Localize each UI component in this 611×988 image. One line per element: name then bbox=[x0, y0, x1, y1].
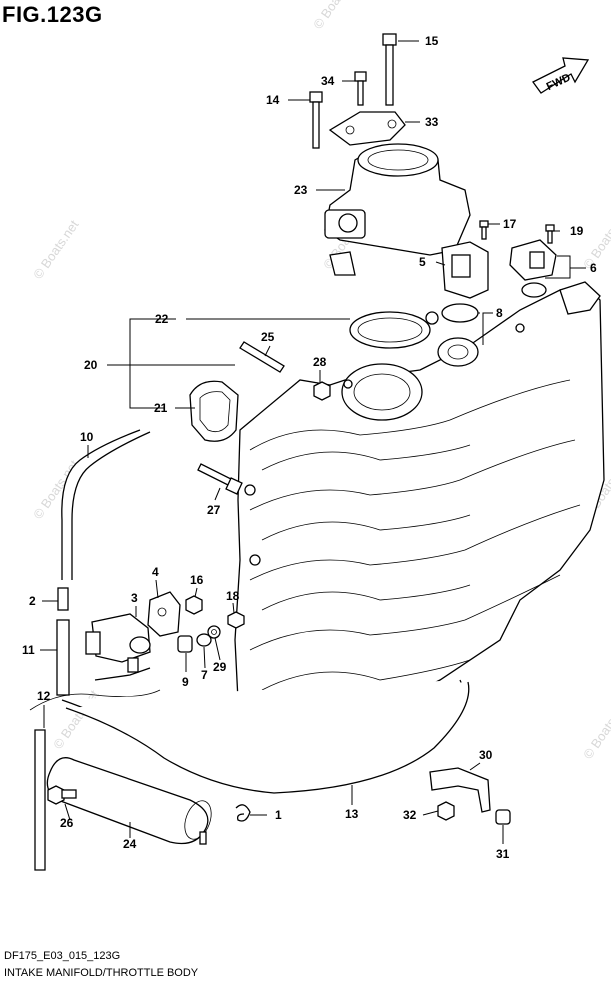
clamp-31 bbox=[495, 809, 511, 825]
screw-19 bbox=[545, 224, 555, 244]
callout-22: 22 bbox=[155, 312, 169, 326]
bracket-4 bbox=[147, 591, 181, 637]
bolt-14 bbox=[309, 91, 323, 149]
callout-13: 13 bbox=[345, 807, 359, 821]
intake-manifold bbox=[234, 281, 605, 741]
hose-12 bbox=[34, 729, 46, 871]
callout-10: 10 bbox=[80, 430, 94, 444]
bolt-18 bbox=[227, 611, 245, 629]
callout-28: 28 bbox=[313, 355, 327, 369]
callout-1: 1 bbox=[275, 808, 282, 822]
callout-4: 4 bbox=[152, 565, 159, 579]
callout-23: 23 bbox=[294, 183, 308, 197]
nut-28 bbox=[313, 381, 331, 401]
sensor-6 bbox=[509, 239, 557, 281]
callout-16: 16 bbox=[190, 573, 204, 587]
clip-1 bbox=[235, 804, 251, 822]
bracket-30 bbox=[429, 767, 491, 813]
throttle-body bbox=[324, 143, 471, 276]
callout-12: 12 bbox=[37, 689, 51, 703]
o-ring-8 bbox=[441, 303, 479, 323]
o-ring-6b bbox=[521, 282, 547, 298]
callout-32: 32 bbox=[403, 808, 417, 822]
callout-7: 7 bbox=[201, 668, 208, 682]
figure-code: DF175_E03_015_123G bbox=[4, 950, 121, 962]
callout-9: 9 bbox=[182, 675, 189, 689]
callout-11: 11 bbox=[22, 643, 35, 657]
bolt-16 bbox=[185, 595, 203, 615]
watermark: © Boats.net bbox=[310, 0, 362, 32]
callout-labels: 15 34 14 33 23 17 19 5 6 8 22 20 25 28 2… bbox=[22, 34, 597, 861]
figure-description: INTAKE MANIFOLD/THROTTLE BODY bbox=[4, 967, 199, 979]
callout-33: 33 bbox=[425, 115, 439, 129]
callout-17: 17 bbox=[503, 217, 517, 231]
canister-24 bbox=[46, 757, 212, 845]
callout-29: 29 bbox=[213, 660, 227, 674]
grommet-9 bbox=[177, 635, 193, 653]
joint-2 bbox=[57, 587, 69, 611]
screw-17 bbox=[479, 220, 489, 240]
callout-34: 34 bbox=[321, 74, 335, 88]
callout-31: 31 bbox=[496, 847, 510, 861]
idle-air-control-valve bbox=[441, 241, 489, 299]
callout-30: 30 bbox=[479, 748, 493, 762]
callout-24: 24 bbox=[123, 837, 137, 851]
bolt-26 bbox=[47, 785, 77, 805]
watermark: © Boats.net bbox=[30, 217, 82, 282]
washer-29 bbox=[207, 625, 221, 639]
throttle-plate bbox=[328, 111, 406, 146]
callout-14: 14 bbox=[266, 93, 280, 107]
stud-25 bbox=[239, 341, 285, 373]
bolt-15 bbox=[382, 33, 397, 106]
callout-25: 25 bbox=[261, 330, 275, 344]
callout-2: 2 bbox=[29, 594, 36, 608]
callout-18: 18 bbox=[226, 589, 240, 603]
watermark: © Boats.net bbox=[580, 697, 611, 762]
leader-lines bbox=[40, 40, 586, 844]
bolt-34 bbox=[354, 71, 367, 106]
collar-7 bbox=[196, 633, 212, 647]
callout-19: 19 bbox=[570, 224, 584, 238]
gasket-22 bbox=[349, 311, 431, 349]
callout-3: 3 bbox=[131, 591, 138, 605]
callout-21: 21 bbox=[154, 401, 168, 415]
callout-27: 27 bbox=[207, 503, 221, 517]
figure-title: FIG.123G bbox=[2, 2, 103, 27]
callout-8: 8 bbox=[496, 306, 503, 320]
bolt-27 bbox=[197, 463, 243, 495]
callout-26: 26 bbox=[60, 816, 74, 830]
screw-32 bbox=[437, 801, 455, 821]
callout-20: 20 bbox=[84, 358, 98, 372]
hose-11 bbox=[56, 619, 70, 696]
callout-5: 5 bbox=[419, 255, 426, 269]
gasket-21 bbox=[189, 380, 239, 442]
forward-arrow-icon: FWD bbox=[532, 57, 590, 94]
callout-6: 6 bbox=[590, 261, 597, 275]
solenoid-valve bbox=[85, 613, 151, 673]
callout-15: 15 bbox=[425, 34, 439, 48]
